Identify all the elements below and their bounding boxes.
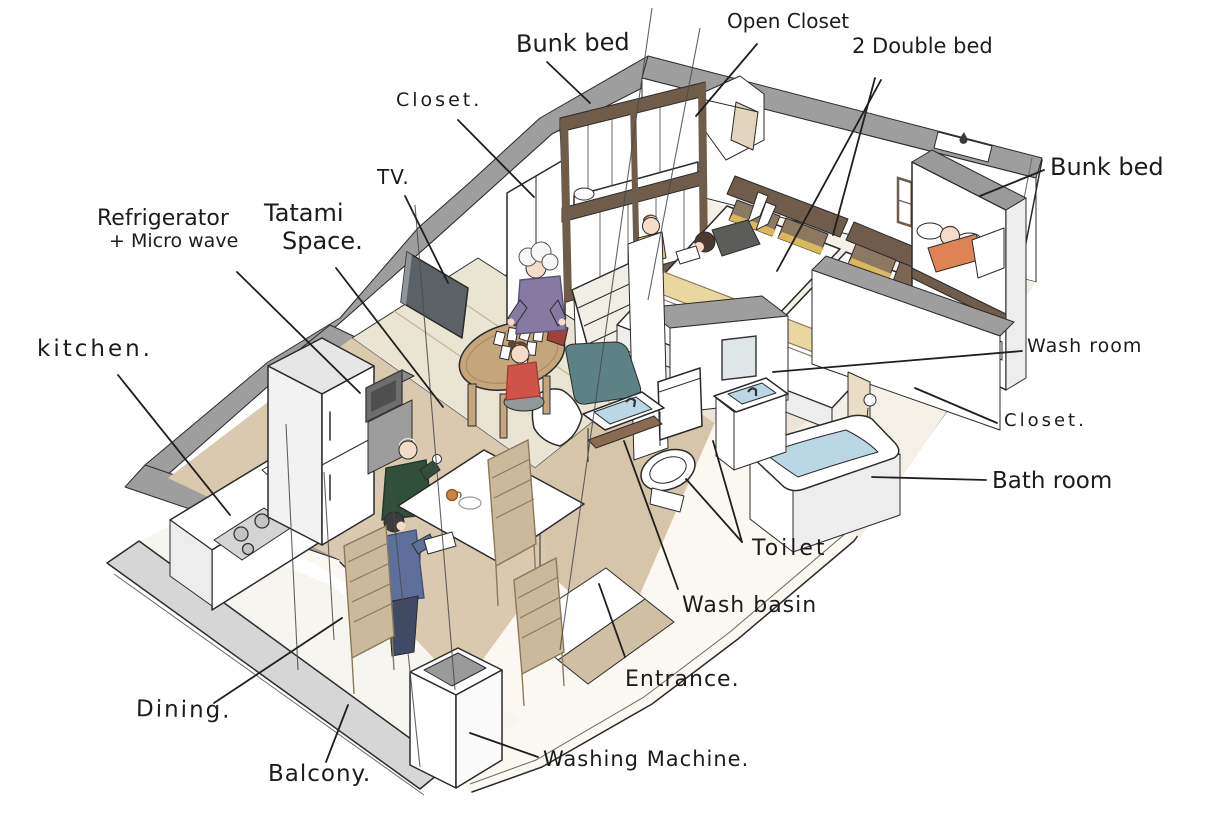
leader-tv xyxy=(404,195,449,284)
refrigerator xyxy=(267,337,375,546)
label-closet-right: Closet. xyxy=(1004,410,1087,431)
leader-toilet-1 xyxy=(685,478,743,543)
dining-chairs xyxy=(343,438,565,707)
label-wash-basin: Wash basin xyxy=(682,593,818,618)
leader-tatami xyxy=(335,267,444,408)
label-refrigerator: Refrigerator+ Micro wave xyxy=(97,206,239,253)
decor-object xyxy=(959,132,968,144)
label-washing-machine: Washing Machine. xyxy=(543,747,750,771)
leader-closet-right xyxy=(914,387,998,424)
label-closet-left: Closet. xyxy=(396,89,483,111)
tatami-space xyxy=(458,241,569,439)
leader-wash-basin xyxy=(623,440,679,590)
genkan-floor xyxy=(557,598,675,685)
label-dining: Dining. xyxy=(135,696,232,724)
leader-double-bed-2 xyxy=(776,79,882,272)
label-tv: TV. xyxy=(377,165,410,189)
label-bunk-bed-right: Bunk bed xyxy=(1050,153,1164,181)
leader-wash-room xyxy=(772,350,1023,373)
bathroom xyxy=(748,255,1015,553)
teal-cushion xyxy=(565,341,642,405)
label-toilet: Toilet xyxy=(752,536,828,561)
bathtub xyxy=(748,414,901,553)
washroom-sink xyxy=(713,377,789,471)
tv xyxy=(400,251,469,339)
leader-dining xyxy=(213,617,343,704)
leader-closet-left xyxy=(457,119,535,198)
leader-entrance xyxy=(598,583,626,658)
label-balcony: Balcony. xyxy=(268,761,372,787)
washing-machine xyxy=(409,647,503,789)
label-bath-room: Bath room xyxy=(992,468,1113,494)
person-orange-shirt xyxy=(927,225,1005,279)
leader-open-closet xyxy=(695,43,758,117)
label-double-bed: 2 Double bed xyxy=(852,34,993,58)
leader-washing-machine xyxy=(469,732,539,758)
open-closet xyxy=(699,75,765,161)
leader-loft-bunk-bed xyxy=(546,61,591,104)
mug xyxy=(445,488,462,502)
kitchen xyxy=(169,337,415,611)
hanging-cloth xyxy=(730,101,759,151)
label-open-closet: Open Closet xyxy=(727,9,850,33)
label-wash-room: Wash room xyxy=(1027,335,1143,357)
label-kitchen: kitchen. xyxy=(37,336,153,362)
leader-kitchen xyxy=(117,374,231,516)
leader-refrigerator xyxy=(236,271,361,394)
washroom xyxy=(627,231,789,513)
bathroom-wall-face xyxy=(811,269,1001,431)
grandmother-purple-sweater xyxy=(507,241,569,347)
label-loft-bunk-bed: Bunk bed xyxy=(515,28,630,58)
washer-lid xyxy=(423,652,487,687)
leader-balcony xyxy=(325,704,349,763)
wall-ledge xyxy=(933,131,993,163)
cutaway-lines xyxy=(285,7,701,768)
leader-toilet-2 xyxy=(712,440,743,543)
toilet xyxy=(640,367,703,513)
leader-bunk-bed-right xyxy=(979,169,1045,197)
corridor-floor xyxy=(535,372,716,640)
child-red-shirt xyxy=(503,340,545,412)
wash-basin xyxy=(582,391,665,462)
child-gray-shirt xyxy=(675,191,777,265)
label-entrance: Entrance. xyxy=(625,667,740,692)
mirror xyxy=(721,335,757,381)
leader-lines xyxy=(117,43,1045,763)
leader-bath-room xyxy=(871,476,987,481)
dining xyxy=(343,438,585,707)
